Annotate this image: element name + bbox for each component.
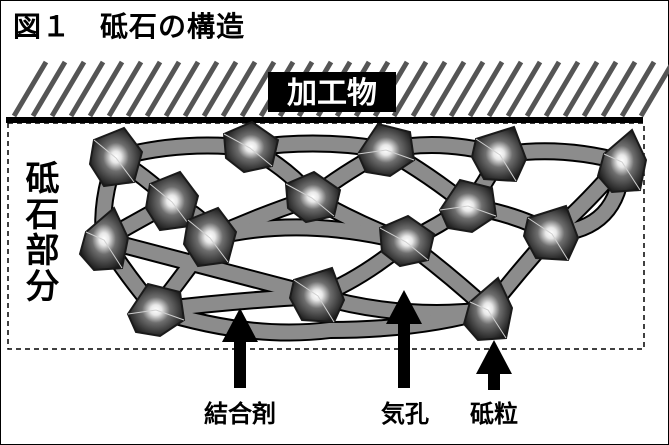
hatch-line [163, 60, 201, 118]
workpiece-label: 加工物 [287, 76, 377, 111]
grain-facet [149, 183, 191, 227]
hatch-line [581, 60, 619, 118]
hatch-line [543, 60, 581, 118]
abrasive-grain [596, 128, 648, 194]
grain-facet [469, 301, 507, 339]
bond-arrow [222, 308, 258, 388]
grain-facet [293, 279, 335, 323]
hatch-line [125, 60, 163, 118]
grain-facet [187, 219, 229, 263]
hatch-line [144, 60, 182, 118]
hatch-line [30, 60, 68, 118]
grain-facet [223, 133, 273, 167]
grain-facet [475, 138, 517, 182]
hatch-line [106, 60, 144, 118]
hatch-line [220, 60, 258, 118]
hatch-line [391, 60, 429, 118]
hatch-line [638, 63, 669, 118]
hatch-line [429, 60, 467, 118]
hatch-line [524, 60, 562, 118]
hatch-line [505, 60, 543, 118]
grain-facet [527, 217, 569, 261]
abrasive-grain [88, 126, 144, 188]
pore-arrow [386, 290, 422, 388]
grain-facet [379, 227, 429, 261]
hatch-line [486, 60, 524, 118]
workpiece-surface-line [6, 117, 643, 123]
wheel-section-label: 砥石部分 [19, 160, 59, 304]
hatch-line [562, 60, 600, 118]
grain-facet [285, 183, 335, 217]
abrasive-grain [78, 206, 130, 272]
hatch-line [600, 60, 638, 118]
hatch-line [49, 60, 87, 118]
hatch-line [87, 60, 125, 118]
hatch-line [11, 60, 49, 118]
grain-arrow [476, 340, 512, 390]
grain-label: 砥粒 [470, 400, 518, 428]
hatch-line [448, 60, 486, 118]
hatch-line [410, 60, 448, 118]
hatch-line [619, 60, 657, 118]
grain-facet [439, 205, 497, 217]
hatch-line [467, 60, 505, 118]
hatch-line [68, 60, 106, 118]
grain-facet [357, 149, 415, 161]
grain-facet [603, 153, 641, 191]
hatch-line [239, 60, 277, 118]
wheel-section-boundary [7, 122, 645, 350]
grain-facet [127, 309, 185, 321]
grain-facet [93, 139, 135, 183]
bond-label: 結合剤 [204, 400, 276, 428]
abrasive-grains [78, 120, 648, 342]
hatch-line [182, 60, 220, 118]
workpiece-label-box [268, 72, 396, 112]
grain-facet [85, 231, 123, 269]
hatch-line [201, 60, 239, 118]
bond-bridge [149, 303, 495, 340]
figure-title: 図１ 砥石の構造 [13, 10, 246, 43]
pore-label: 気孔 [381, 400, 429, 428]
